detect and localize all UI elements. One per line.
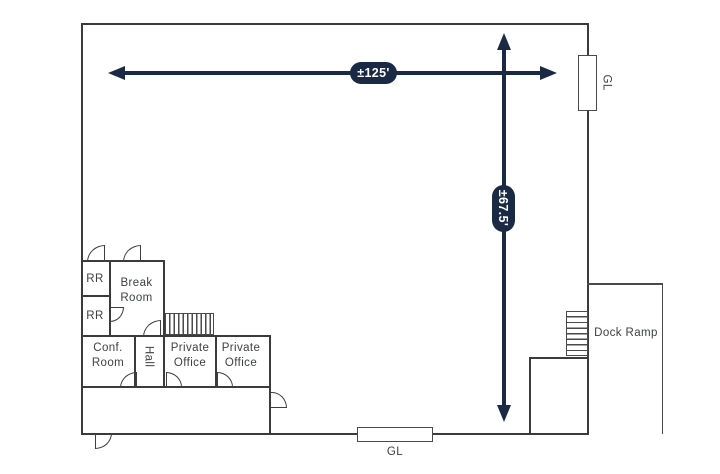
label-rr-bottom: RR — [86, 310, 104, 322]
arrowhead-right-icon — [540, 65, 557, 80]
wall-office-divider — [214, 334, 217, 388]
arrowhead-left-icon — [108, 65, 125, 80]
dimension-width-text: ±125' — [357, 66, 390, 80]
label-private-office-2: Private Office — [221, 342, 261, 370]
hall-stairs — [164, 312, 214, 335]
label-rr-top: RR — [86, 273, 104, 285]
label-gl-bottom: GL — [386, 446, 404, 458]
wall-office-row-top — [81, 334, 271, 337]
label-private-office-1: Private Office — [170, 342, 210, 370]
glass-line-right-marker — [578, 54, 597, 111]
dimension-label-depth: ±67.5' — [492, 184, 515, 232]
dock-ramp-right-edge — [661, 283, 663, 434]
label-hall: Hall — [142, 346, 155, 368]
label-gl-right: GL — [600, 74, 613, 92]
wall-lobby-right — [269, 334, 271, 433]
glass-line-bottom-marker — [357, 427, 433, 442]
arrowhead-up-icon — [496, 33, 511, 50]
wall-hall-left — [134, 334, 136, 388]
label-conf-room: Conf. Room — [91, 342, 125, 370]
dock-ramp-top-edge — [587, 283, 663, 285]
dock-stairs — [566, 310, 588, 356]
wall-rr-right — [108, 259, 111, 337]
dimension-depth-text: ±67.5' — [496, 189, 511, 227]
label-break-room: Break Room — [120, 277, 153, 305]
door-entry-south — [94, 432, 112, 449]
building-outline — [81, 23, 589, 435]
label-dock-ramp: Dock Ramp — [594, 327, 658, 339]
wall-breakroom-right — [162, 259, 165, 388]
dock-platform — [529, 357, 589, 435]
wall-rr-divider — [81, 294, 110, 297]
dimension-arrow-horizontal — [123, 70, 543, 75]
dimension-label-width: ±125' — [350, 62, 397, 84]
arrowhead-down-icon — [496, 405, 511, 422]
